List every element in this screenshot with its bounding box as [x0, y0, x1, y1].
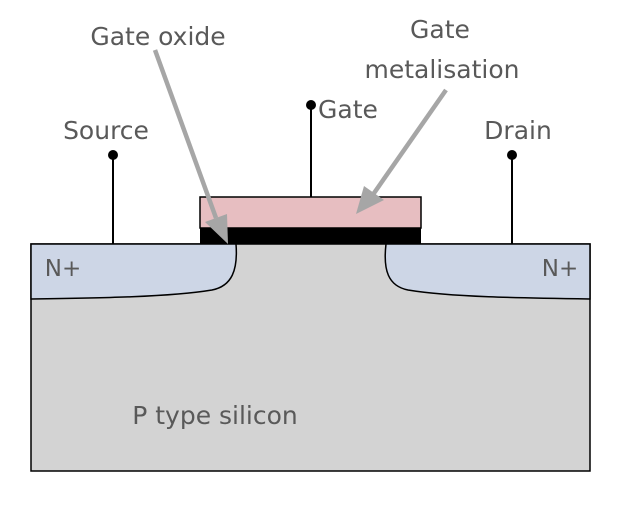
gate-oxide-arrow — [152, 49, 228, 244]
source-terminal-dot — [108, 150, 118, 160]
gate-terminal-dot — [306, 100, 316, 110]
gate-oxide-label: Gate oxide — [90, 22, 225, 51]
gate-metalisation-arrow — [356, 88, 448, 214]
gate-metalisation-label-line1: Gate — [410, 15, 470, 44]
gate-oxide-layer — [200, 228, 421, 244]
drain-terminal-dot — [507, 150, 517, 160]
n-plus-label-left: N+ — [45, 256, 81, 282]
substrate-label: P type silicon — [132, 401, 298, 430]
gate-label: Gate — [318, 95, 378, 124]
gate-metalisation-layer — [199, 196, 422, 229]
n-plus-label-right: N+ — [542, 256, 578, 282]
gate-metalisation-label-line2: metalisation — [365, 55, 520, 84]
n-plus-region-right — [384, 243, 591, 300]
n-plus-region-left — [30, 243, 238, 300]
source-label: Source — [63, 116, 149, 145]
drain-label: Drain — [484, 116, 552, 145]
